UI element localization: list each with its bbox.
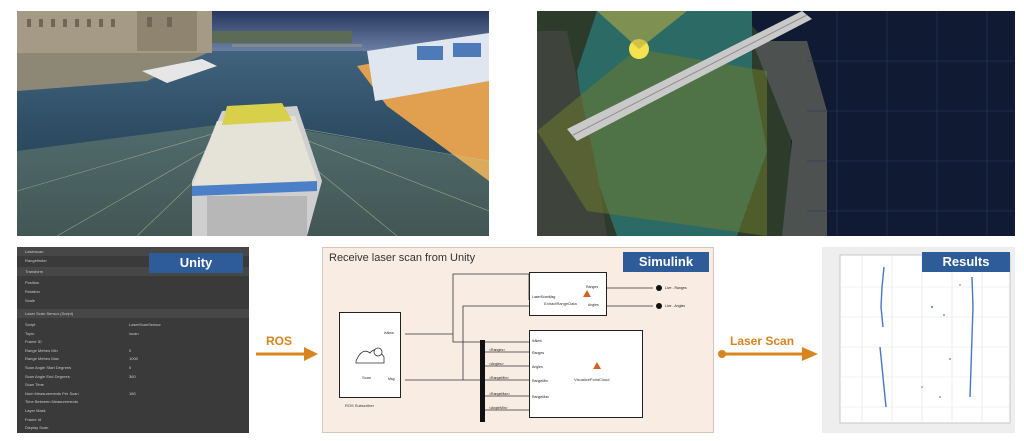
matlab-function-icon	[583, 290, 591, 297]
port-ranges-in: Ranges	[532, 351, 545, 355]
gameobject-name: Laserscan	[25, 249, 44, 254]
bus-label: <AngleMin>	[489, 406, 508, 410]
component-field-row[interactable]: Scan Time	[17, 380, 249, 389]
results-badge: Results	[922, 252, 1010, 272]
transform-row[interactable]: Rotation	[17, 287, 249, 296]
field-label: Script	[25, 322, 36, 327]
results-plot-panel: Results	[822, 247, 1015, 433]
scope-label-angles: Live - Angles	[665, 304, 686, 308]
field-label: Scan Angle End Degrees	[25, 373, 70, 379]
simulink-model-panel: Receive laser scan from Unity Simulink S…	[322, 247, 714, 433]
subscriber-inner-label: Scan	[362, 375, 372, 380]
component-field-row[interactable]: Frame Id	[17, 415, 249, 424]
field-value[interactable]: 0	[129, 347, 132, 353]
scope-label-ranges: Live - Ranges	[665, 286, 687, 290]
ros-arrow-icon	[256, 347, 318, 361]
component-header-bar	[17, 309, 249, 318]
unity-inspector-panel: Laserscan Rangefinder Transform Position…	[17, 247, 249, 433]
component-field-row[interactable]: Scan Angle Start Degrees 0	[17, 363, 249, 372]
component-field-row[interactable]: Display Scan	[17, 423, 249, 432]
extract-block-name: ExtractRangeData	[544, 301, 577, 306]
transform-label: Scale	[25, 298, 36, 303]
port-laserscanmsg: LaserScanMsg	[532, 295, 556, 299]
top-down-map-view	[537, 11, 1015, 236]
component-field-row[interactable]: Topic/scan	[17, 329, 249, 338]
visualize-point-cloud-block[interactable]: IsNew Ranges Angles RangeMin RangeMax Vi…	[529, 330, 643, 418]
component-field-row[interactable]: Frame ID	[17, 337, 249, 346]
matlab-function-icon	[593, 362, 601, 369]
field-label: Range Metres Max	[25, 356, 59, 362]
gameobject-name-row[interactable]: Laserscan	[17, 247, 249, 256]
bus-label: <RangeMax>	[489, 392, 511, 396]
field-label: Num Measurements Per Scan	[25, 390, 79, 396]
tag-value: Rangefinder	[25, 258, 47, 263]
port-isnew-in: IsNew	[532, 339, 542, 343]
field-value[interactable]: 0	[129, 365, 132, 370]
field-label: Time Between Measurements	[25, 399, 78, 405]
field-label: Frame Id	[25, 416, 42, 422]
tag-row[interactable]: Rangefinder	[17, 256, 249, 265]
component-field-row[interactable]: Num Measurements Per Scan 180	[17, 389, 249, 398]
boat-scene-image	[17, 11, 489, 236]
ros-subscriber-block[interactable]: Scan IsNew Msg	[339, 312, 401, 398]
port-rangemax-in: RangeMax	[532, 395, 549, 399]
field-label: Display Scan	[25, 425, 49, 431]
satellite-scene-image	[537, 11, 1015, 236]
field-value[interactable]: 360	[129, 373, 136, 379]
simulink-badge: Simulink	[623, 252, 709, 272]
port-angles-in: Angles	[532, 365, 543, 369]
laser-scan-arrow-icon	[718, 347, 818, 361]
transform-label: Rotation	[25, 289, 40, 294]
component-field-row[interactable]: Range Metres Min 0	[17, 346, 249, 355]
component-header[interactable]: Laser Scan Sensor (Script)	[17, 309, 249, 318]
transform-row[interactable]: Scale	[17, 296, 249, 305]
field-label: Range Metres Min	[25, 347, 58, 353]
port-ranges-out: Ranges	[586, 285, 599, 289]
bus-label: <Ranges>	[489, 348, 506, 352]
transform-title: Transform	[25, 269, 44, 274]
field-value[interactable]: /scan	[129, 330, 139, 336]
transform-header[interactable]: Transform	[17, 267, 249, 276]
transform-label: Position	[25, 280, 40, 285]
extract-range-data-block[interactable]: LaserScanMsg Ranges Angles ExtractRangeD…	[529, 272, 607, 316]
field-label: Scan Angle Start Degrees	[25, 365, 72, 370]
component-field-row[interactable]: Script LaserScanSensor	[17, 320, 249, 329]
port-msg: Msg	[388, 377, 395, 381]
port-isnew: IsNew	[384, 331, 394, 335]
bus-label: <RangeMin>	[489, 376, 510, 380]
field-label: Topic	[25, 330, 35, 336]
component-title: Laser Scan Sensor (Script)	[25, 311, 74, 316]
inspector-header	[17, 247, 249, 256]
component-field-row[interactable]: Time Between Measurements	[17, 397, 249, 406]
visualize-block-name: VisualizePointCloud	[574, 377, 610, 382]
ros-logo-icon	[355, 347, 385, 364]
field-value[interactable]: LaserScanSensor	[129, 322, 161, 327]
bus-label: <Angles>	[489, 362, 504, 366]
transform-row[interactable]: Position	[17, 278, 249, 287]
laser-scan-label: Laser Scan	[730, 334, 795, 348]
field-label: Frame ID	[25, 339, 42, 345]
component-field-row[interactable]: Scan Angle End Degrees 360	[17, 372, 249, 381]
component-field-row[interactable]: Range Metres Max 1000	[17, 354, 249, 363]
port-angles-out: Angles	[588, 303, 599, 307]
field-value[interactable]: 180	[129, 390, 136, 396]
transform-header-bar	[17, 267, 249, 276]
field-label: Scan Time	[25, 382, 44, 388]
field-label: Layer Mask	[25, 408, 46, 413]
port-rangemin-in: RangeMin	[532, 379, 548, 383]
unity-scene-view	[17, 11, 489, 236]
field-value[interactable]: 1000	[129, 356, 138, 362]
ros-label: ROS	[266, 334, 293, 348]
ros-subscriber-label: ROS Subscriber	[345, 403, 374, 408]
point-cloud-plot	[839, 254, 1011, 424]
component-field-row[interactable]: Layer Mask	[17, 406, 249, 415]
simulink-title: Receive laser scan from Unity	[329, 252, 476, 264]
unity-badge: Unity	[149, 253, 243, 273]
